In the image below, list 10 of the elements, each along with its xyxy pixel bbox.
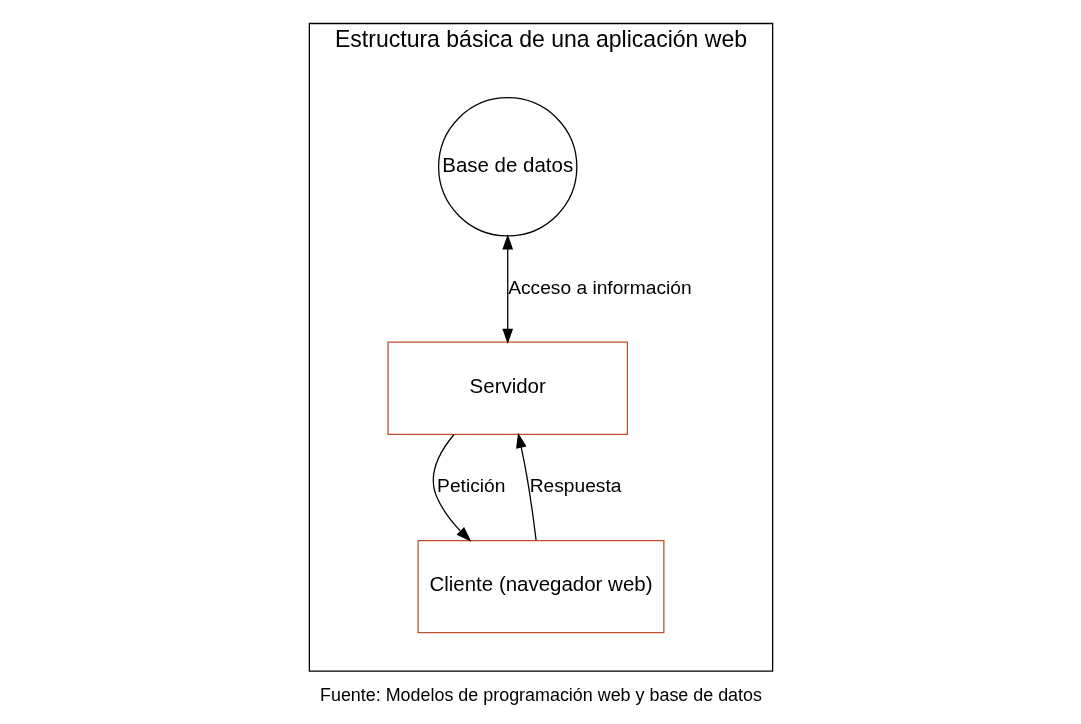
edge-label: Respuesta (529, 474, 621, 496)
arrow (432, 433, 471, 542)
caption: Fuente: Modelos de programación web y base de datos (319, 684, 762, 705)
edge-label: Acceso a información (507, 276, 692, 298)
node-box: Servidor (386, 341, 628, 435)
edge-label: Petición (436, 474, 505, 496)
arrow (515, 432, 537, 541)
arrow (501, 234, 513, 345)
node-box: Cliente (navegador web) (417, 539, 664, 634)
node-circle: Base de datos (437, 97, 577, 237)
